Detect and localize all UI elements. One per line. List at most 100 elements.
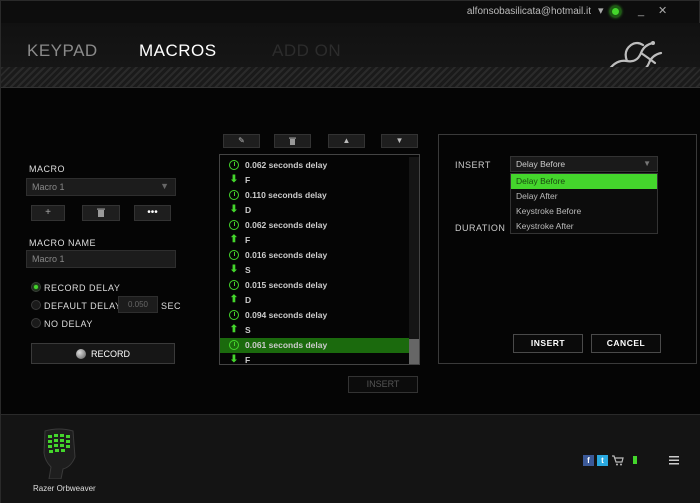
event-label: D	[245, 205, 252, 215]
arrow-up-icon: ⬆	[229, 234, 239, 245]
cancel-button[interactable]: CANCEL	[591, 334, 661, 353]
default-delay-value: 0.050	[127, 300, 149, 309]
menu-item-delay-before[interactable]: Delay Before	[511, 174, 657, 189]
more-options-button[interactable]: •••	[134, 205, 171, 221]
account-email[interactable]: alfonsobasilicata@hotmail.it	[466, 6, 591, 17]
insert-type-value: Delay Before	[516, 159, 566, 169]
event-row-key[interactable]: ⬇F	[220, 353, 410, 365]
trash-icon	[97, 208, 105, 217]
event-row-delay[interactable]: 0.062 seconds delay	[220, 218, 410, 233]
event-row-delay[interactable]: 0.062 seconds delay	[220, 158, 410, 173]
clock-icon	[229, 160, 239, 170]
move-up-button[interactable]: ▲	[328, 134, 365, 148]
macro-select[interactable]: Macro 1 ▼	[26, 178, 176, 196]
event-row-delay[interactable]: 0.061 seconds delay	[220, 338, 410, 353]
record-icon	[75, 348, 86, 359]
close-button[interactable]: ✕	[658, 5, 668, 17]
insert-label: INSERT	[455, 160, 491, 170]
macro-name-label: MACRO NAME	[29, 238, 97, 248]
default-delay-unit: SEC	[161, 301, 182, 311]
tab-keypad[interactable]: KEYPAD	[27, 41, 98, 60]
edit-event-button[interactable]: ✎	[223, 134, 260, 148]
footer	[1, 414, 700, 503]
device-image[interactable]	[39, 427, 79, 479]
event-label: F	[245, 235, 251, 245]
menu-item-keystroke-after[interactable]: Keystroke After	[516, 221, 574, 231]
speaker-icon[interactable]	[632, 454, 638, 466]
arrow-down-icon: ⬇	[229, 264, 239, 275]
clock-icon	[229, 250, 239, 260]
event-label: S	[245, 325, 251, 335]
clock-icon	[229, 310, 239, 320]
header-stripe	[1, 67, 700, 88]
plus-icon: +	[45, 207, 51, 218]
event-label: 0.094 seconds delay	[245, 310, 328, 320]
event-row-delay[interactable]: 0.094 seconds delay	[220, 308, 410, 323]
event-row-key[interactable]: ⬇D	[220, 203, 410, 218]
twitter-icon[interactable]: t	[597, 455, 608, 466]
record-delay-radio[interactable]	[31, 282, 41, 292]
status-icon[interactable]	[610, 6, 621, 17]
tab-add-on[interactable]: ADD ON	[272, 41, 342, 60]
clock-icon	[229, 280, 239, 290]
event-label: F	[245, 355, 251, 365]
event-label: 0.062 seconds delay	[245, 160, 328, 170]
default-delay-radio[interactable]	[31, 300, 41, 310]
delete-macro-button[interactable]	[82, 205, 120, 221]
tab-macros[interactable]: MACROS	[139, 41, 217, 60]
event-row-key[interactable]: ⬇S	[220, 263, 410, 278]
chevron-down-icon: ▼	[643, 159, 651, 168]
title-bar: alfonsobasilicata@hotmail.it ▾ _ ✕	[1, 1, 700, 23]
move-down-button[interactable]: ▼	[381, 134, 418, 148]
arrow-up-icon: ⬆	[229, 294, 239, 305]
record-label: RECORD	[90, 348, 130, 359]
delete-event-button[interactable]	[274, 134, 311, 148]
record-delay-label: RECORD DELAY	[44, 283, 121, 293]
insert-type-select[interactable]: Delay Before ▼	[510, 156, 658, 172]
macro-label: MACRO	[29, 164, 65, 174]
menu-item-keystroke-before[interactable]: Keystroke Before	[516, 206, 582, 216]
facebook-icon[interactable]: f	[583, 455, 594, 466]
event-row-delay[interactable]: 0.016 seconds delay	[220, 248, 410, 263]
default-delay-input[interactable]: 0.050	[118, 296, 158, 313]
event-row-key[interactable]: ⬆D	[220, 293, 410, 308]
arrow-up-icon: ⬆	[229, 324, 239, 335]
minimize-button[interactable]: _	[638, 5, 645, 17]
cart-icon[interactable]	[612, 455, 624, 466]
menu-icon[interactable]	[669, 456, 679, 465]
insert-button[interactable]: INSERT	[513, 334, 583, 353]
add-macro-button[interactable]: +	[31, 205, 65, 221]
clock-icon	[229, 190, 239, 200]
clock-icon	[229, 220, 239, 230]
scrollbar-thumb[interactable]	[409, 339, 419, 364]
event-row-key[interactable]: ⬆S	[220, 323, 410, 338]
chevron-down-icon: ▼	[160, 181, 169, 191]
list-insert-button[interactable]: INSERT	[348, 376, 418, 393]
insert-type-menu: Delay Before Delay After Keystroke Befor…	[510, 173, 658, 234]
macro-name-input[interactable]: Macro 1	[26, 250, 176, 268]
ellipsis-icon: •••	[147, 207, 158, 218]
event-label: 0.110 seconds delay	[245, 190, 327, 200]
macro-name-value: Macro 1	[32, 254, 65, 264]
event-row-key[interactable]: ⬇F	[220, 173, 410, 188]
chevron-down-icon[interactable]: ▾	[598, 5, 604, 17]
no-delay-radio[interactable]	[31, 318, 41, 328]
pencil-icon: ✎	[238, 136, 245, 145]
event-row-delay[interactable]: 0.110 seconds delay	[220, 188, 410, 203]
arrow-down-icon: ⬇	[229, 174, 239, 185]
menu-item-delay-after[interactable]: Delay After	[516, 191, 558, 201]
event-row-delay[interactable]: 0.015 seconds delay	[220, 278, 410, 293]
event-label: S	[245, 265, 251, 275]
macro-select-value: Macro 1	[32, 182, 65, 192]
default-delay-label: DEFAULT DELAY	[44, 301, 122, 311]
triangle-up-icon: ▲	[342, 136, 351, 145]
record-button[interactable]: RECORD	[31, 343, 175, 364]
clock-icon	[229, 340, 239, 350]
no-delay-label: NO DELAY	[44, 319, 93, 329]
event-list-scrollbar[interactable]	[409, 157, 419, 364]
event-label: 0.062 seconds delay	[245, 220, 328, 230]
event-row-key[interactable]: ⬆F	[220, 233, 410, 248]
duration-label: DURATION	[455, 223, 506, 233]
